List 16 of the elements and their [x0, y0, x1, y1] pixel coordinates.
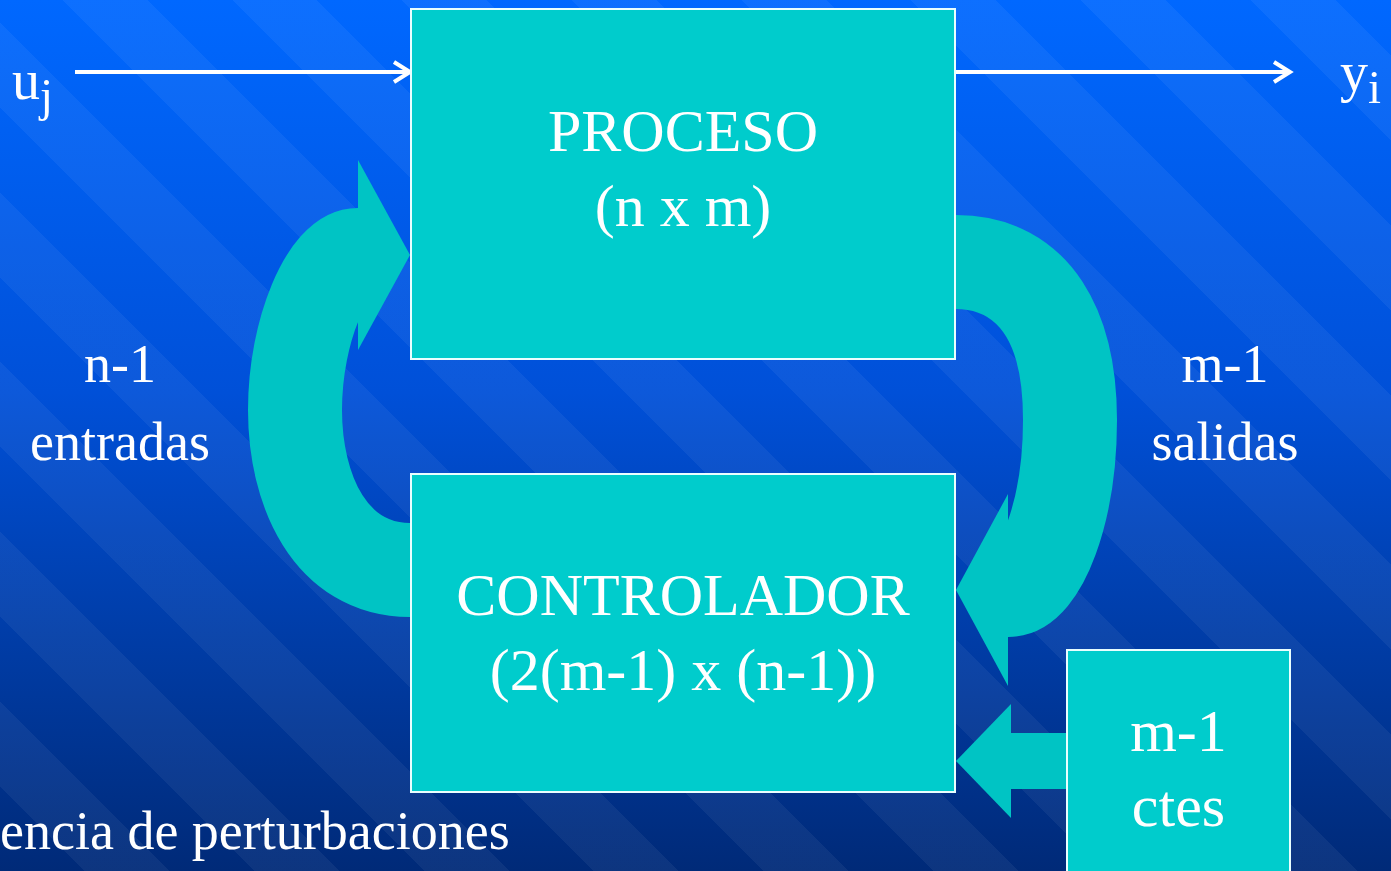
- box-text: CONTROLADOR: [456, 561, 910, 630]
- box-text: (2(m-1) x (n-1)): [489, 636, 877, 705]
- signal-label: y$_{i}$: [1340, 44, 1381, 111]
- arrow: [75, 60, 412, 84]
- block-arrow: [956, 704, 1066, 818]
- box-text: (n x m): [594, 172, 772, 241]
- box-text: m-1 ctes: [1129, 697, 1228, 841]
- note-text: encia de perturbaciones: [0, 800, 510, 862]
- process-box: [410, 8, 956, 360]
- edge-label: m-1 salidas: [1150, 333, 1300, 475]
- arrow: [956, 60, 1292, 84]
- box-text: PROCESO: [547, 97, 819, 166]
- process-box: [1066, 649, 1291, 871]
- edge-label: n-1 entradas: [29, 333, 211, 475]
- process-box: [410, 473, 956, 793]
- signal-label: u$_{j}$: [12, 52, 53, 119]
